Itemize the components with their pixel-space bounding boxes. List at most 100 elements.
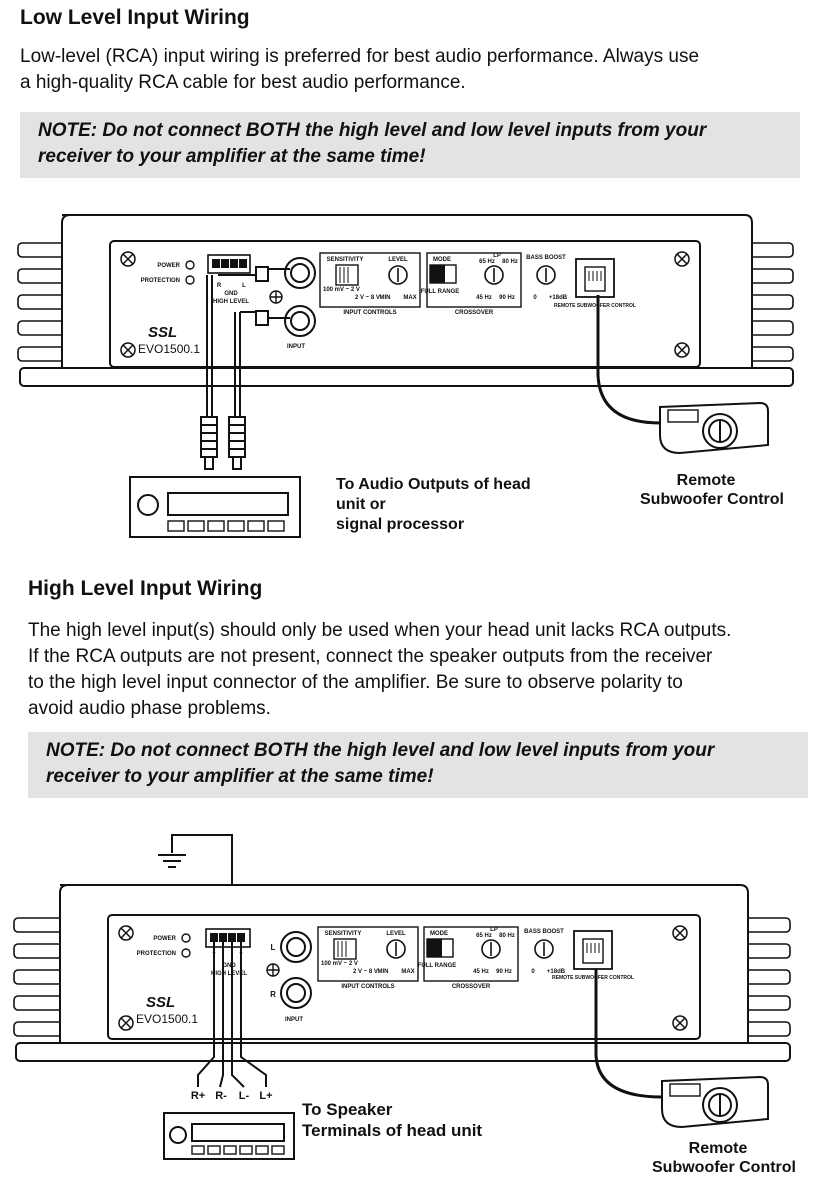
high-level-heading: High Level Input Wiring [28,577,263,600]
high-para-line-2: If the RCA outputs are not present, conn… [28,646,713,667]
low-head-unit-label-1: To Audio Outputs of head [336,476,531,493]
amp-panel-labels: POWER PROTECTION R L GND HIGH LEVEL INPU… [138,253,636,356]
high-remote-label-2: Subwoofer Control [652,1159,796,1176]
bass-boost-min-label: 0 [531,969,535,975]
low-note-line-2: receiver to your amplifier at the same t… [38,146,426,167]
left-heatsink-fins [13,917,63,1037]
left-heatsink-fins [17,242,67,362]
level-knob-icon [386,939,406,959]
freq-65-label: 65 Hz [479,259,495,265]
input-controls-label: INPUT CONTROLS [341,984,394,990]
amplifier [13,884,791,1062]
crossover-label: CROSSOVER [455,310,494,316]
low-remote-label-1: Remote [677,472,736,489]
high-level-label: HIGH LEVEL [211,971,247,977]
freq-90-label: 90 Hz [499,295,515,301]
wire-label-lminus: L- [239,1090,250,1102]
crossover-box [423,926,519,982]
panel-screws [118,925,688,1031]
remote-subwoofer-control-device [661,1075,769,1129]
wire-label-rminus: R- [215,1090,227,1102]
level-label: LEVEL [386,931,406,937]
input-controls-label: INPUT CONTROLS [343,310,396,316]
bass-boost-max-label: +18dB [547,969,566,975]
bass-boost-knob-icon [534,939,554,959]
level-knob-icon [388,265,408,285]
wire-label-lplus: L+ [259,1090,272,1102]
crossover-label: CROSSOVER [452,984,491,990]
rca-input-jacks [266,931,312,1009]
right-heatsink-fins [744,242,794,362]
brand-logo: SSL [146,994,175,1011]
low-para-line-1: Low-level (RCA) input wiring is preferre… [20,46,700,67]
low-level-note: NOTE: Do not connect BOTH the high level… [20,112,800,178]
high-remote-label-1: Remote [689,1140,748,1157]
full-range-label: FULL RANGE [421,289,460,295]
rca-cables [200,266,290,470]
gnd-label: GND [224,291,238,297]
lp-label: LP [490,927,498,933]
high-level-connector [207,254,251,274]
high-para-line-4: avoid audio phase problems. [28,698,271,719]
head-unit [129,476,301,538]
mode-label: MODE [430,931,448,937]
level-max-label: MAX [403,295,416,301]
rca-r-label: R [270,990,276,999]
level-min-label: MIN [380,295,391,301]
terminal-l-label: L [242,283,246,289]
crossover-knob-icon [481,939,501,959]
remote-port [575,258,615,298]
low-remote-label-2: Subwoofer Control [640,491,784,508]
panel-screws [120,251,690,358]
freq-80-label: 80 Hz [502,259,518,265]
high-note-line-1: NOTE: Do not connect BOTH the high level… [46,740,715,761]
bass-boost-label: BASS BOOST [524,929,564,935]
protection-label: PROTECTION [137,951,176,957]
model-number: EVO1500.1 [136,1012,198,1026]
low-level-wiring-diagram: POWER PROTECTION R L GND HIGH LEVEL INPU… [17,214,794,538]
speaker-wires [197,941,267,1088]
bass-boost-knob-icon [536,265,556,285]
high-level-label: HIGH LEVEL [213,299,249,305]
high-head-unit-label-1: To Speaker [302,1100,393,1119]
low-note-line-1: NOTE: Do not connect BOTH the high level… [38,120,707,141]
rca-input-jacks [269,257,316,337]
high-head-unit-label-2: Terminals of head unit [302,1121,482,1140]
mode-label: MODE [433,257,451,263]
protection-label: PROTECTION [141,278,180,284]
power-label: POWER [153,936,176,942]
rca-l-label: L [271,943,276,952]
model-number: EVO1500.1 [138,342,200,356]
freq-45-label: 45 Hz [473,969,489,975]
power-label: POWER [157,263,180,269]
power-led-icon [185,260,195,270]
remote-cable [596,295,661,425]
input-label: INPUT [287,344,305,350]
wire-label-rplus: R+ [191,1090,205,1102]
remote-subwoofer-control-device [659,401,769,455]
sens-min-label: 100 mV ~ 2 V [321,961,358,967]
high-level-wiring-diagram: POWER PROTECTION + - - + GND HIGH LEVEL … [13,834,796,1176]
input-label: INPUT [285,1017,303,1023]
freq-80-label: 80 Hz [499,933,515,939]
low-head-unit-label-3: signal processor [336,516,464,533]
remote-connector-label: REMOTE SUBWOOFER CONTROL [554,303,636,309]
gnd-label: GND [222,963,236,969]
bass-boost-max-label: +18dB [549,295,568,301]
high-note-line-2: receiver to your amplifier at the same t… [46,766,434,787]
full-range-label: FULL RANGE [418,963,457,969]
sensitivity-label: SENSITIVITY [327,257,364,263]
sens-min-label: 100 mV ~ 2 V [323,287,360,293]
protection-led-icon [181,948,191,958]
sensitivity-label: SENSITIVITY [325,931,362,937]
terminal-r-label: R [217,283,222,289]
bass-boost-min-label: 0 [533,295,537,301]
power-led-icon [181,933,191,943]
head-unit [163,1112,295,1160]
crossover-box [426,252,522,308]
level-min-label: MIN [378,969,389,975]
low-para-line-2: a high-quality RCA cable for best audio … [20,72,466,93]
brand-logo: SSL [148,324,177,341]
input-controls-box [317,926,419,982]
bass-boost-label: BASS BOOST [526,255,566,261]
